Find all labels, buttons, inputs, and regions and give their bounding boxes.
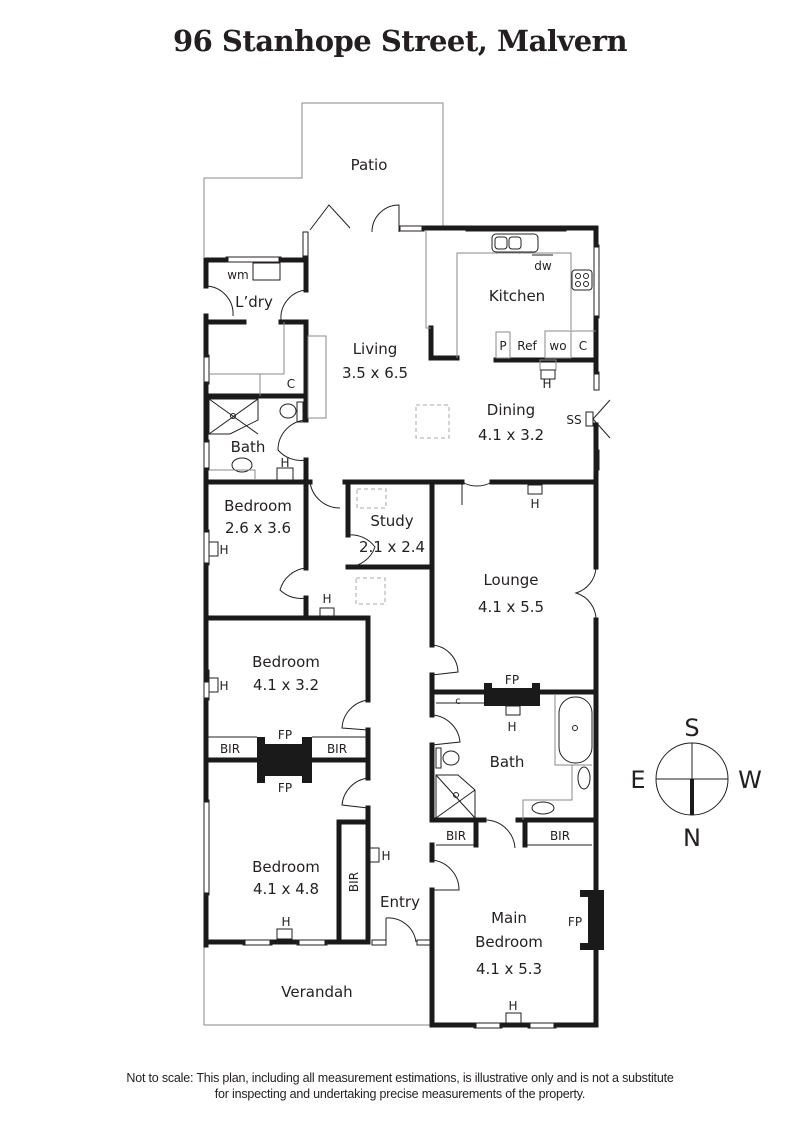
compass: S E W N [630,714,761,852]
windows [203,225,600,1029]
size-bedroom-2: 4.1 x 3.2 [253,676,319,694]
disclaimer: Not to scale: This plan, including all m… [0,1070,800,1102]
label-bedroom-3: Bedroom [252,858,320,876]
label-dining: Dining [487,401,535,419]
compass-west: W [738,766,762,794]
size-main-bedroom: 4.1 x 5.3 [476,960,542,978]
walls [203,225,599,1028]
label-living: Living [353,340,398,358]
bir-bedroom-3: BIR [347,872,361,892]
fixture-ss: SS [566,413,581,427]
compass-north: N [683,824,701,852]
size-lounge: 4.1 x 5.5 [478,598,544,616]
doors [205,204,597,943]
fixture-cupboard: C [579,339,587,353]
size-study: 2.1 x 2.4 [359,538,425,556]
size-living: 3.5 x 6.5 [342,364,408,382]
fixture-pantry: P [499,339,506,353]
label-bedroom-1: Bedroom [224,497,292,515]
heater-kitchen: H [542,377,551,391]
room-labels: Patio wm L’dry Living 3.5 x 6.5 dw Kitch… [219,156,587,1013]
fixture-ref: Ref [517,339,537,353]
label-kitchen: Kitchen [489,287,545,305]
fixture-wo: wo [549,339,566,353]
label-bath-main: Bath [490,753,525,771]
compass-east: E [630,766,645,794]
fixture-c-bath: c [455,696,461,707]
fixtures [206,231,611,1024]
fixture-wm: wm [227,268,249,282]
label-entry: Entry [380,893,420,911]
fp-bedroom-3: FP [278,781,292,795]
fp-lounge: FP [505,673,519,687]
size-bedroom-3: 4.1 x 4.8 [253,880,319,898]
label-bedroom-2: Bedroom [252,653,320,671]
size-dining: 4.1 x 3.2 [478,426,544,444]
heater-main-bedroom: H [508,999,517,1013]
fp-bedroom-2: FP [278,728,292,742]
heater-entry: H [381,849,390,863]
verandah-area [203,945,433,1026]
bir-bedroom-2-left: BIR [220,742,240,756]
disclaimer-line-2: for inspecting and undertaking precise m… [214,1087,586,1101]
heater-hall: H [322,592,331,606]
label-main-bedroom-1: Main [491,909,527,927]
label-lounge: Lounge [483,571,538,589]
heater-bath-rear: H [280,456,289,470]
heater-bedroom-1: H [219,543,228,557]
disclaimer-line-1: Not to scale: This plan, including all m… [126,1071,674,1085]
bir-main-right: BIR [550,829,570,843]
label-main-bedroom-2: Bedroom [475,933,543,951]
label-bath-rear: Bath [231,438,266,456]
bir-bedroom-2-right: BIR [327,742,347,756]
fixture-cupboard-laundry: C [287,377,295,391]
label-study: Study [370,512,413,530]
label-laundry: L’dry [235,293,273,311]
compass-south: S [684,714,699,742]
bir-main-left: BIR [446,829,466,843]
heater-bedroom-3: H [281,915,290,929]
page-title: 96 Stanhope Street, Malvern [172,24,628,58]
fp-main-bedroom: FP [568,915,582,929]
size-bedroom-1: 2.6 x 3.6 [225,519,291,537]
fixture-dw: dw [534,259,552,273]
label-patio: Patio [351,156,388,174]
label-verandah: Verandah [281,983,352,1001]
heater-lounge: H [530,497,539,511]
patio-area [203,102,444,257]
heater-bath-main: H [507,720,516,734]
heater-bedroom-2: H [219,679,228,693]
